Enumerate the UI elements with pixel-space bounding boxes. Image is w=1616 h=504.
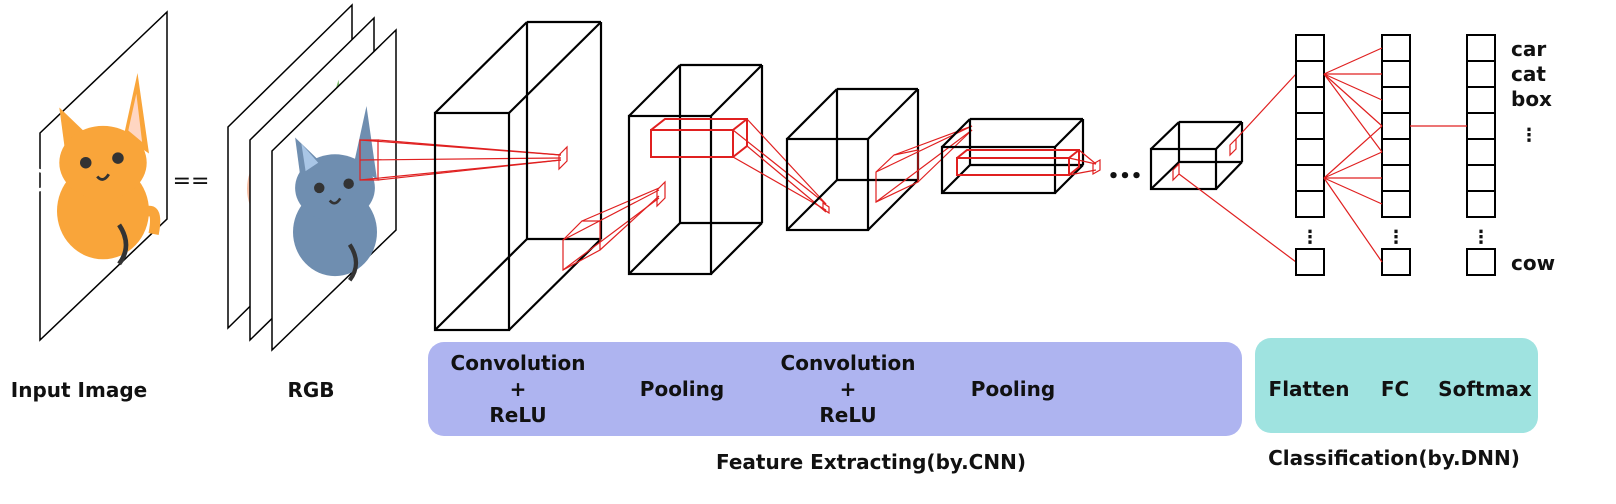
softmax-vdots: ⋮ (1472, 227, 1490, 248)
equals-sign: == (173, 169, 210, 194)
neuron-cell (1295, 190, 1325, 218)
neuron-cell (1295, 164, 1325, 192)
neuron-cell (1381, 60, 1411, 88)
pool1-label: Pooling (640, 377, 724, 401)
conv1-label-line1: Convolution (451, 351, 586, 375)
rgb-label: RGB (287, 378, 334, 402)
cat-orange-icon (35, 73, 161, 266)
neuron-cell (1466, 86, 1496, 114)
input-image-label: Input Image (11, 378, 147, 402)
rgb-channels (227, 3, 397, 352)
flatten-label: Flatten (1269, 377, 1350, 401)
cnn-feature-panel (428, 342, 1242, 436)
dense-connection (1323, 177, 1383, 205)
fc-vdots: ⋮ (1387, 227, 1405, 248)
dnn-caption: Classification(by.DNN) (1268, 446, 1520, 470)
neuron-cell (1381, 112, 1411, 140)
fc-column (1381, 34, 1411, 276)
neuron-cell (1381, 138, 1411, 166)
conv2-volume (785, 87, 920, 232)
pool2-volume (940, 117, 1101, 195)
conv2-label-line3: ReLU (819, 403, 876, 427)
conv1-label-plus: + (510, 377, 527, 401)
cat-blue-channel-icon (293, 106, 377, 282)
dense-connection (1323, 73, 1383, 153)
neuron-cell-last (1381, 248, 1411, 276)
neuron-cell (1466, 60, 1496, 88)
fc-label: FC (1381, 377, 1409, 401)
neuron-cell (1381, 164, 1411, 192)
conv2-label-plus: + (840, 377, 857, 401)
conv1-label-line3: ReLU (489, 403, 546, 427)
neuron-cell (1295, 34, 1325, 62)
neuron-cell (1295, 138, 1325, 166)
dense-connection (1323, 73, 1383, 101)
neuron-cell (1295, 86, 1325, 114)
neuron-cell (1381, 190, 1411, 218)
neuron-cell (1381, 86, 1411, 114)
output-label-vdots: ⋮ (1520, 125, 1538, 146)
output-label-box: box (1511, 87, 1552, 111)
dense-connection (1323, 151, 1383, 179)
input-image (35, 10, 168, 342)
neuron-cell (1295, 60, 1325, 88)
dense-connection (1323, 73, 1383, 127)
dense-connection (1323, 177, 1383, 263)
neuron-cell-last (1466, 248, 1496, 276)
cnn-caption: Feature Extracting(by.CNN) (716, 450, 1026, 474)
pool1-volume (627, 63, 764, 276)
neuron-cell (1466, 138, 1496, 166)
neuron-cell (1466, 112, 1496, 140)
neuron-cell (1466, 34, 1496, 62)
flatten-column (1295, 34, 1325, 276)
neuron-cell (1466, 190, 1496, 218)
dense-connection (1323, 47, 1383, 75)
output-label-cow: cow (1511, 251, 1555, 275)
neuron-cell (1466, 164, 1496, 192)
conv1-to-pool1-connections (562, 187, 660, 271)
continuation-dots: ••• (1108, 166, 1143, 187)
neuron-cell (1295, 112, 1325, 140)
dnn-classification-panel (1255, 338, 1538, 433)
pool2-label: Pooling (971, 377, 1055, 401)
softmax-column (1466, 34, 1496, 276)
conv2-label-line1: Convolution (781, 351, 916, 375)
volume-to-flatten-connections (1178, 73, 1297, 263)
softmax-label: Softmax (1438, 377, 1532, 401)
flatten-vdots: ⋮ (1301, 227, 1319, 248)
output-label-cat: cat (1511, 62, 1546, 86)
conv1-volume (433, 20, 603, 332)
dense-layers (1295, 34, 1496, 276)
neuron-cell-last (1295, 248, 1325, 276)
neuron-cell (1381, 34, 1411, 62)
output-label-car: car (1511, 37, 1546, 61)
dense-connection (1323, 125, 1383, 179)
final-feature-volume (1149, 120, 1244, 191)
